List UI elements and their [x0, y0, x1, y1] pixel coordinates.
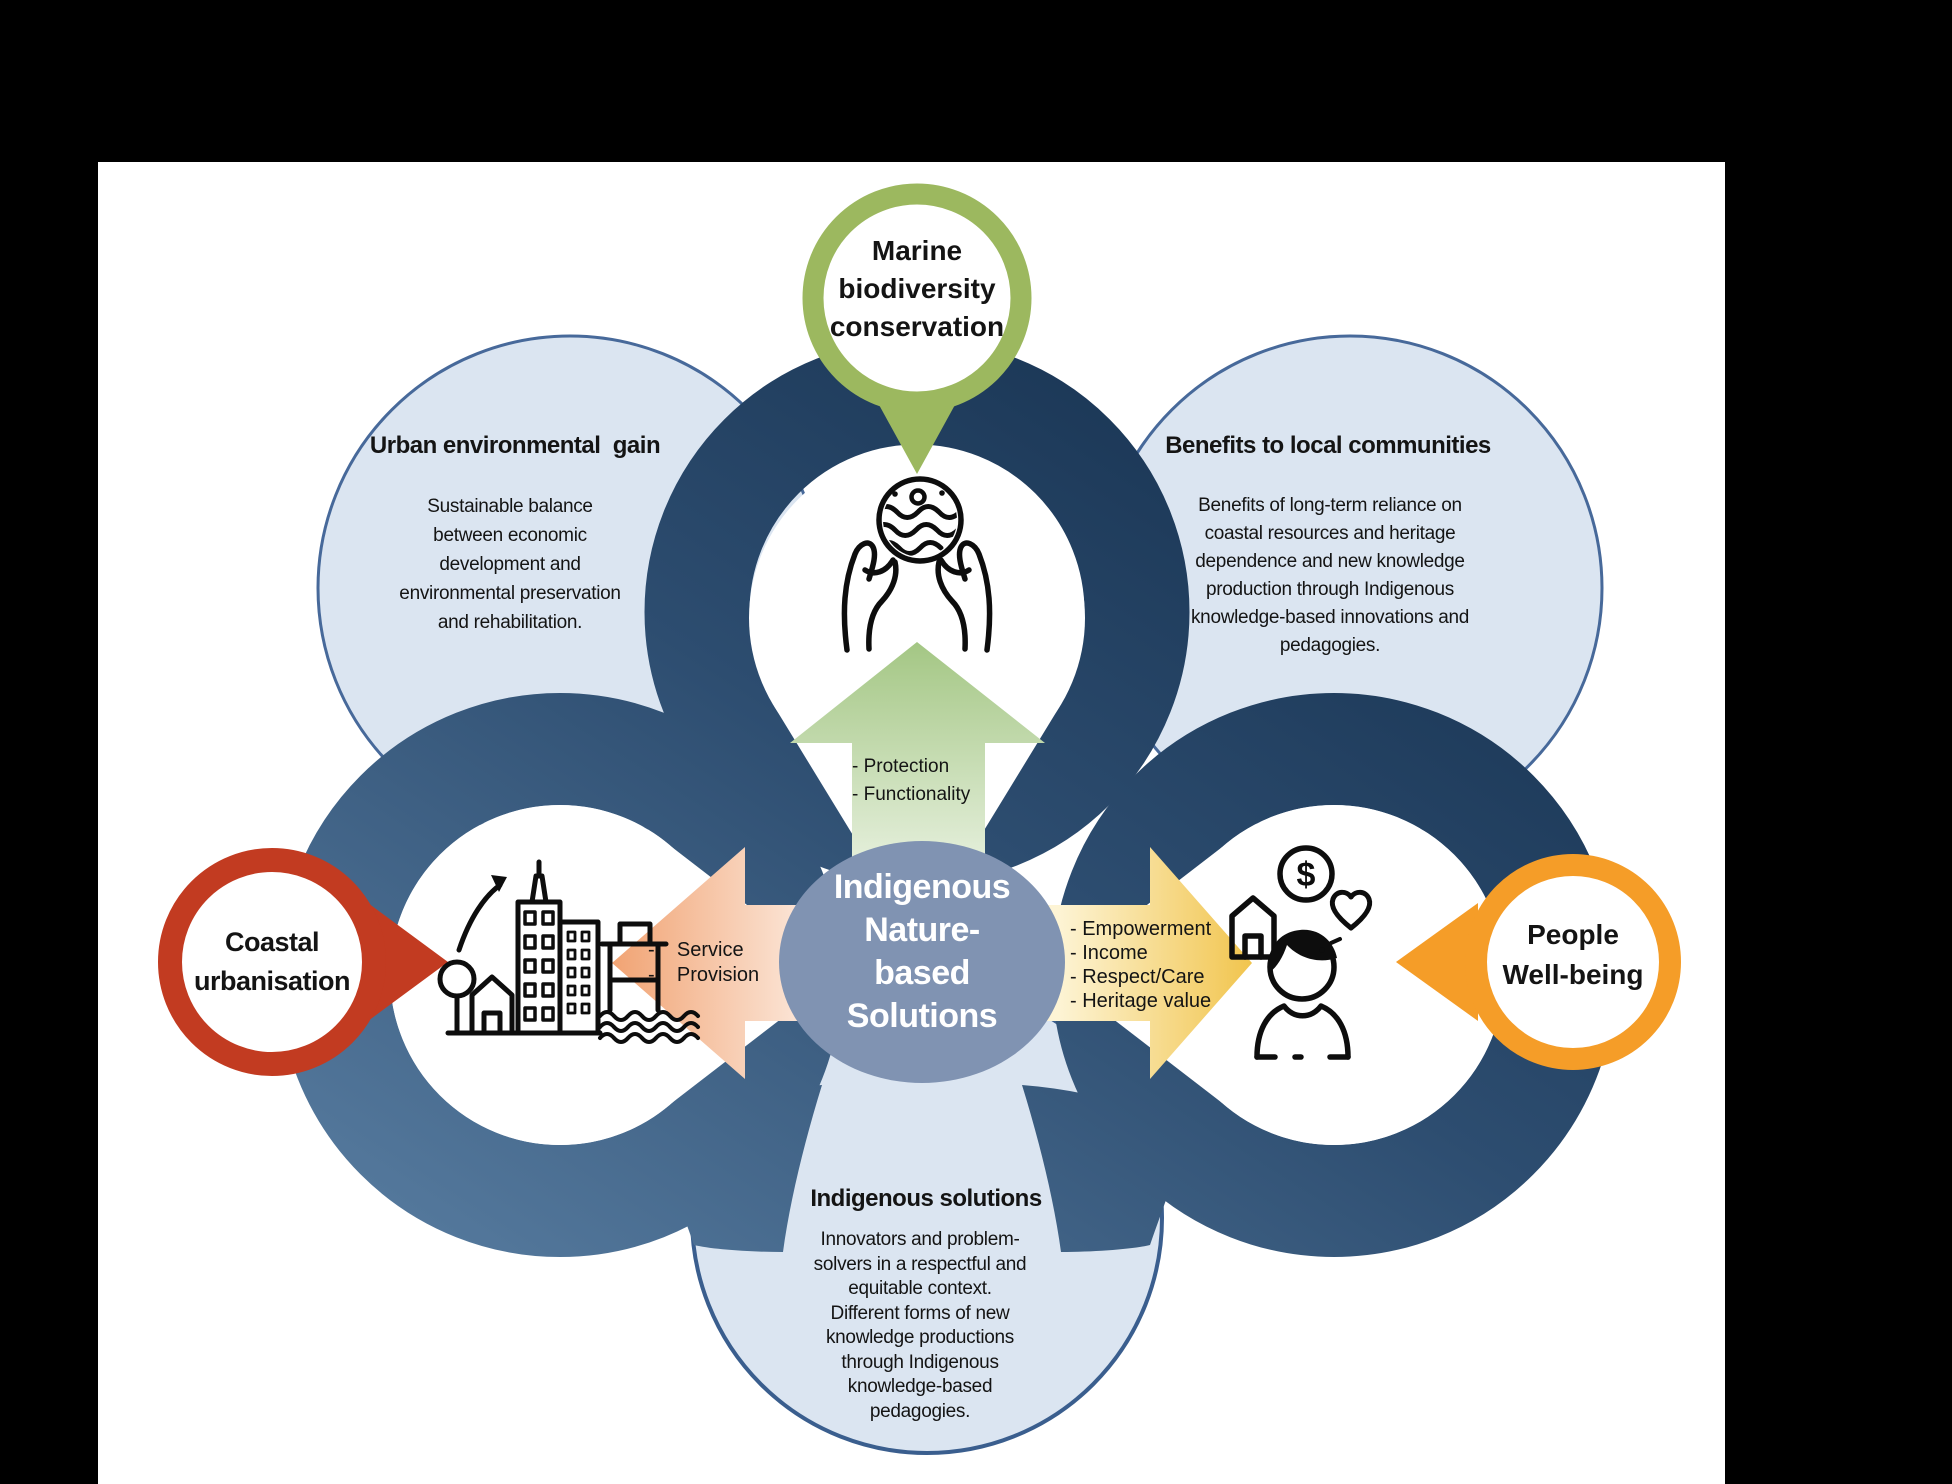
- house-icon: [1229, 895, 1277, 960]
- marine-pin-label: Marine biodiversity conservation: [829, 235, 1005, 342]
- people-pin-tail: [1396, 903, 1478, 1021]
- urban-gain-body: Sustainable balance between economic dev…: [399, 496, 621, 633]
- service-arrow-left: [612, 847, 832, 1079]
- marine-pin-ring: [802, 183, 1032, 413]
- indigenous-solutions-title: Indigenous solutions: [810, 1185, 1042, 1212]
- dollar-coin-icon: [1277, 845, 1335, 903]
- coastal-pin-tail: [368, 903, 448, 1021]
- protection-arrow-up: [790, 642, 1045, 900]
- urban-gain-title: Urban environmental gain: [369, 432, 661, 459]
- empowerment-arrow-right: [1045, 847, 1252, 1079]
- heart-icon: [1329, 889, 1373, 931]
- center-hub-label: Indigenous Nature- based Solutions: [833, 868, 1011, 1035]
- empowerment-arrow-label: - Empowerment - Income - Respect/Care - …: [1070, 918, 1212, 1012]
- center-hub-circle: [779, 841, 1065, 1083]
- benefits-body: Benefits of long-term reliance on coasta…: [1190, 495, 1470, 656]
- people-pin-label: People Well-being: [1502, 919, 1644, 990]
- protection-arrow-label: - Protection - Functionality: [852, 756, 971, 805]
- city-coast-icon: [437, 859, 700, 1044]
- coastal-pin-ring: [158, 848, 386, 1076]
- dollar-glyph: $: [1297, 856, 1316, 894]
- service-arrow-label: - Service - Provision: [648, 939, 760, 986]
- benefits-title: Benefits to local communities: [1165, 432, 1491, 459]
- person-wellbeing-icon: [1229, 845, 1373, 1060]
- right-band-extension: [1022, 1085, 1189, 1252]
- left-band-extension: [655, 1085, 822, 1252]
- coastal-pin-label: Coastal urbanisation: [193, 927, 351, 996]
- people-pin-ring: [1465, 854, 1681, 1070]
- indigenous-solutions-body: Innovators and problem- solvers in a res…: [813, 1229, 1027, 1422]
- hands-globe-icon: [841, 476, 993, 653]
